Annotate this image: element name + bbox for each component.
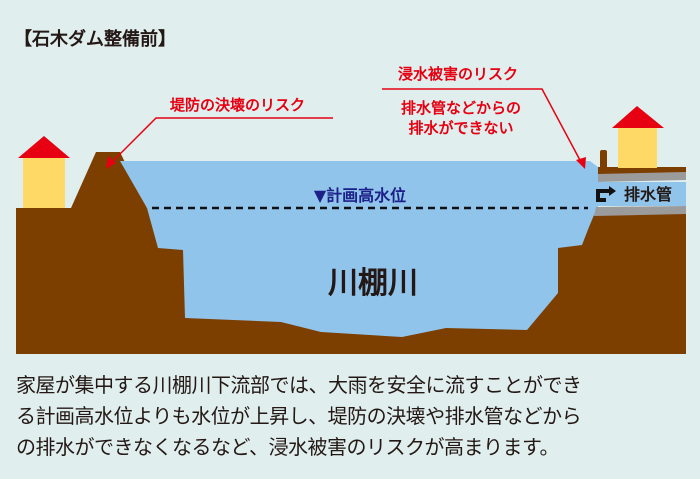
explanation-line: の排水ができなくなるなど、浸水被害のリスクが高まります。 (16, 435, 560, 459)
levee-risk-label: 堤防の決壊のリスク (170, 96, 305, 114)
flood-risk-label: 浸水被害のリスク (398, 65, 518, 83)
explanation-line: る計画高水位よりも水位が上昇し、堤防の決壊や排水管などから (16, 404, 582, 428)
floodwall (600, 150, 607, 170)
levee (71, 152, 147, 208)
river-name: 川棚川 (328, 266, 418, 301)
diagram-title: 【石木ダム整備前】 (14, 28, 176, 50)
levee-risk-callout: 堤防の決壊のリスク (106, 96, 333, 169)
river-water (120, 161, 598, 337)
drain-pipe: 排水管 (594, 172, 686, 216)
house-left-icon (18, 136, 70, 208)
explanation-text: 家屋が集中する川棚川下流部では、大雨を安全に流すことができ る計画高水位よりも水… (16, 370, 692, 463)
drain-risk-line1: 排水管などからの (401, 99, 521, 117)
planned-water-level-label: ▼計画高水位 (314, 186, 406, 205)
arrow-head-icon (576, 157, 586, 169)
flood-risk-callout: 浸水被害のリスク 排水管などからの 排水ができない (382, 65, 586, 169)
explanation-line: 家屋が集中する川棚川下流部では、大雨を安全に流すことができ (16, 373, 582, 397)
drain-risk-line2: 排水ができない (408, 119, 513, 137)
arrow-icon (596, 189, 610, 202)
arrow-head-icon (106, 156, 116, 169)
pipe-label: 排水管 (624, 185, 672, 204)
house-right-icon (612, 106, 664, 168)
